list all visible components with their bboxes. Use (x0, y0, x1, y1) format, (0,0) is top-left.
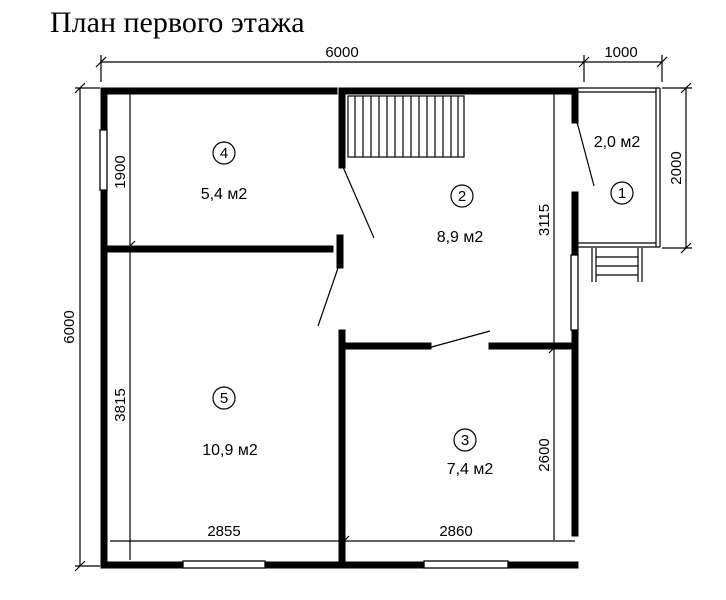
doors (317, 121, 595, 349)
room-3-number: 3 (461, 432, 469, 449)
dim-bottom-right: 2860 (439, 523, 472, 540)
window-room4 (99, 129, 108, 191)
dim-room4-height: 1900 (112, 155, 129, 188)
room-5-area: 10,9 м2 (202, 442, 258, 459)
dim-room5-height: 3815 (112, 388, 129, 421)
room-1-number: 1 (618, 185, 626, 202)
dim-width-porch: 1000 (604, 44, 637, 61)
dim-room3-height: 2600 (536, 438, 553, 471)
window-room5 (182, 560, 266, 569)
porch-steps (591, 248, 643, 282)
room-3-label: 3 7,4 м2 (447, 428, 494, 478)
staircase (347, 95, 465, 158)
door-room3 (427, 330, 491, 349)
room-2-label: 2 8,9 м2 (437, 184, 484, 246)
dim-height-total: 6000 (61, 310, 78, 343)
room-4-area: 5,4 м2 (201, 186, 248, 203)
door-room2-entry (342, 166, 375, 239)
porch (578, 87, 661, 248)
room-3-area: 7,4 м2 (447, 461, 494, 478)
room-1-area: 2,0 м2 (594, 134, 641, 151)
room-4-number: 4 (220, 145, 228, 162)
windows (99, 129, 579, 569)
dim-width-total: 6000 (325, 44, 358, 61)
dimension-labels: 6000 1000 6000 2000 1900 3115 3815 2600 … (61, 44, 685, 540)
door-room5 (317, 267, 339, 327)
window-room2 (570, 254, 579, 331)
walls (100, 87, 579, 569)
dim-room2-height: 3115 (536, 204, 553, 236)
dim-height-porch: 2000 (668, 151, 685, 184)
dimension-lines (74, 55, 692, 572)
room-2-number: 2 (458, 188, 466, 205)
door-porch (576, 121, 595, 187)
room-2-area: 8,9 м2 (437, 229, 484, 246)
room-1-label: 1 2,0 м2 (594, 134, 641, 205)
room-4-label: 4 5,4 м2 (201, 141, 248, 203)
room-5-number: 5 (220, 390, 228, 407)
plan-title: План первого этажа (50, 6, 305, 39)
room-5-label: 5 10,9 м2 (202, 386, 258, 459)
window-room3 (423, 560, 509, 569)
dim-bottom-left: 2855 (207, 523, 240, 540)
